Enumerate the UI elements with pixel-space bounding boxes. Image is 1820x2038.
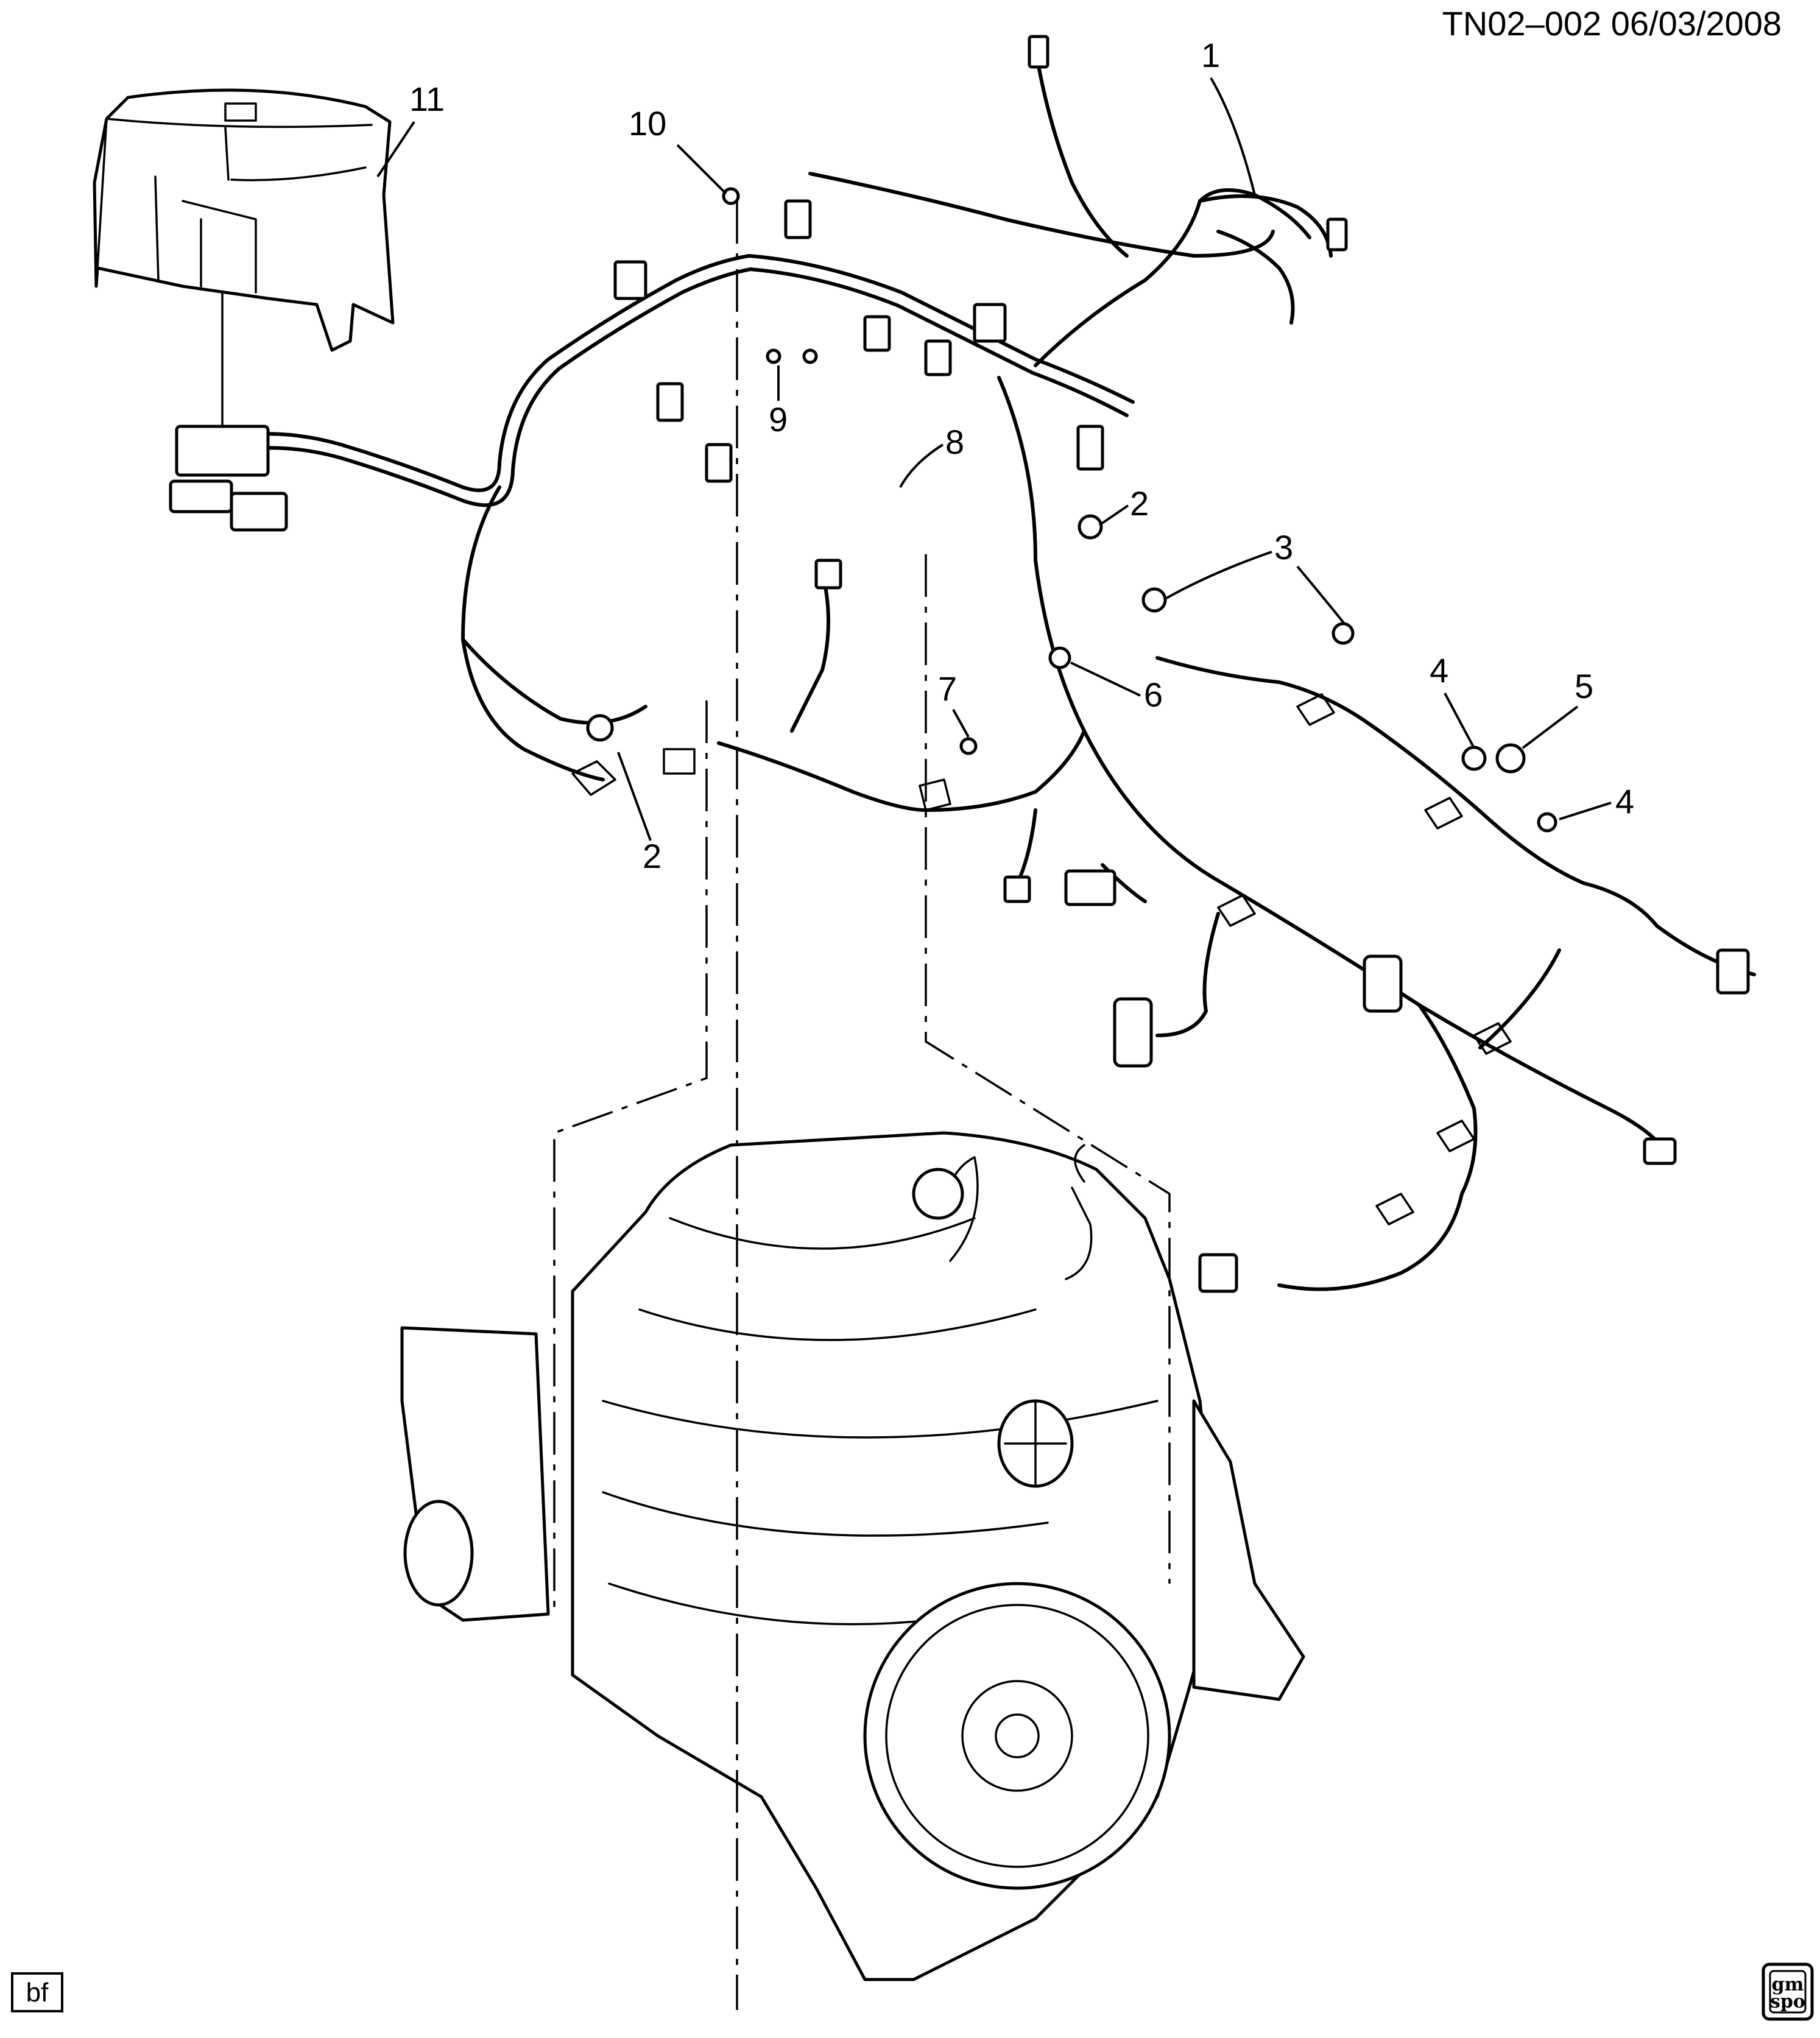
reference-lines	[553, 201, 1171, 2010]
engine-wiring-harness	[181, 47, 1756, 1291]
svg-text:9: 9	[769, 400, 788, 439]
svg-text:7: 7	[938, 669, 957, 708]
callout-4b: 4	[1559, 782, 1634, 820]
svg-text:bf: bf	[26, 1978, 49, 2008]
callout-2b: 2	[617, 752, 661, 875]
harness-clips	[571, 693, 1512, 1225]
callout-1: 1	[1201, 36, 1256, 196]
callout-11: 11	[376, 80, 445, 178]
svg-text:8: 8	[945, 423, 964, 461]
svg-text:1: 1	[1201, 36, 1220, 74]
svg-text:spo: spo	[1770, 1991, 1805, 2012]
fasteners	[586, 187, 1557, 833]
svg-text:11: 11	[409, 80, 445, 118]
harness-connectors	[169, 35, 1750, 1293]
callout-6: 6	[1070, 661, 1163, 714]
callout-2a: 2	[1098, 484, 1149, 526]
footer-tag-bf: bf	[11, 1972, 63, 2012]
svg-text:3: 3	[1274, 528, 1293, 566]
engine-assembly	[400, 1131, 1305, 1981]
callout-8: 8	[899, 423, 964, 488]
callout-10: 10	[629, 104, 727, 195]
svg-text:4: 4	[1615, 782, 1634, 820]
svg-text:6: 6	[1144, 675, 1163, 714]
svg-text:5: 5	[1575, 667, 1593, 705]
callout-4a: 4	[1430, 651, 1475, 749]
callout-7: 7	[938, 669, 970, 738]
relay-box-cover	[93, 88, 395, 352]
callout-9: 9	[769, 365, 788, 439]
drawing-id: TN02–002 06/03/2008	[1442, 4, 1782, 43]
gm-spo-logo: gm spo	[1762, 1962, 1814, 2021]
svg-text:2: 2	[1130, 484, 1149, 523]
svg-text:10: 10	[629, 104, 666, 143]
svg-text:gm: gm	[1772, 1974, 1804, 1995]
svg-text:4: 4	[1430, 651, 1448, 689]
callout-5: 5	[1522, 667, 1593, 749]
svg-text:2: 2	[643, 837, 661, 875]
callout-3: 3	[1166, 528, 1346, 626]
